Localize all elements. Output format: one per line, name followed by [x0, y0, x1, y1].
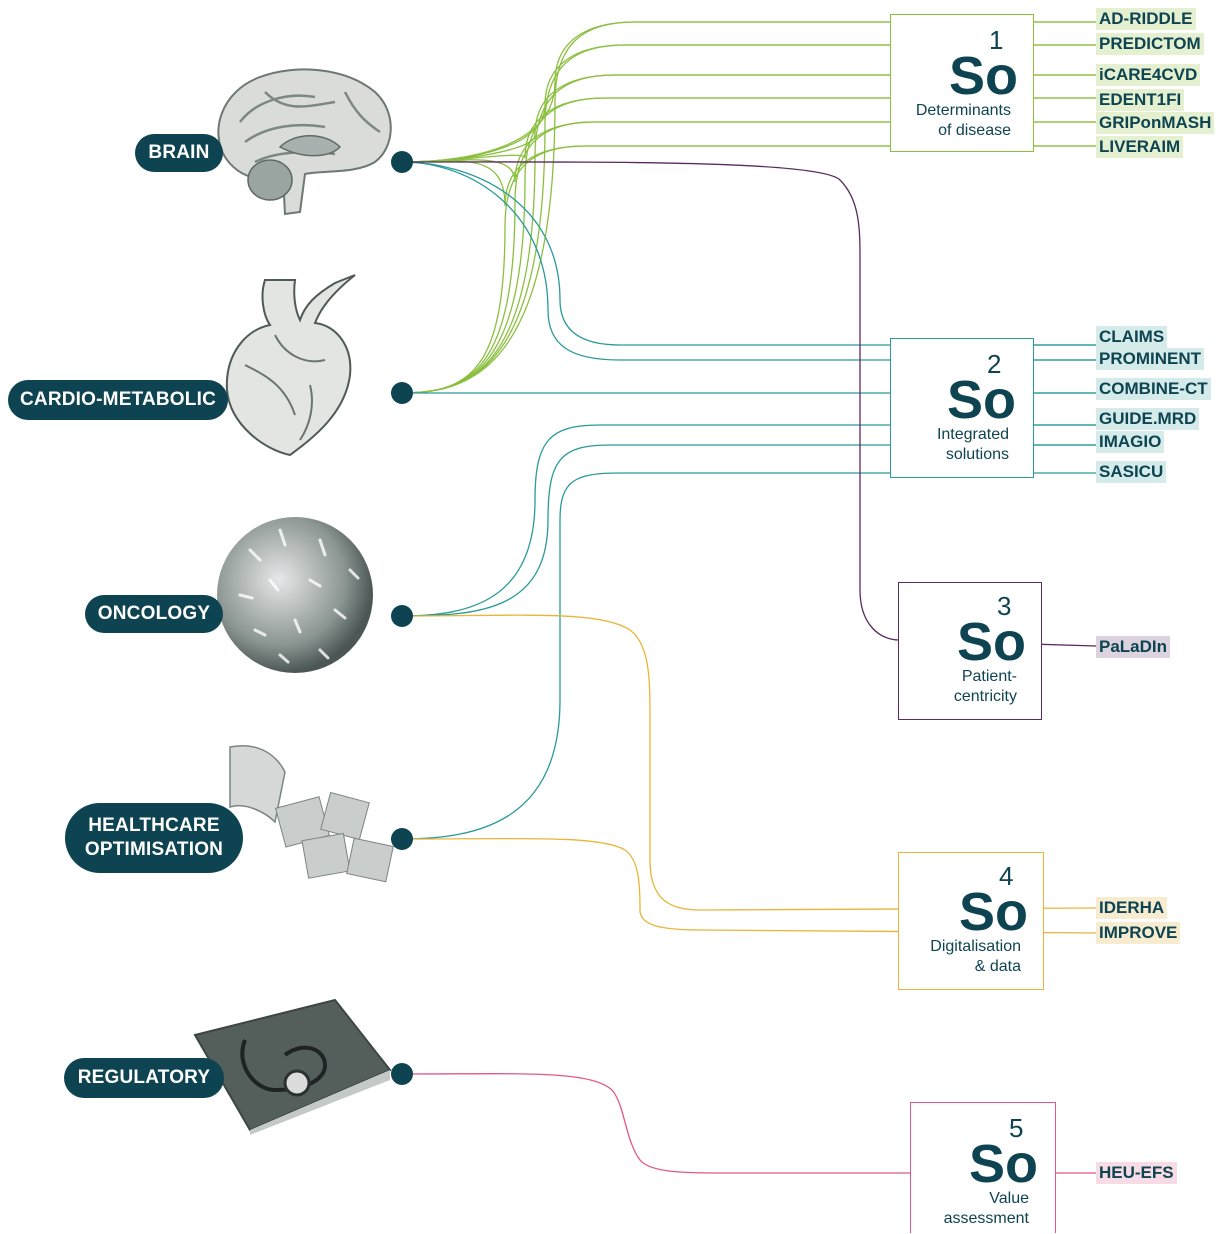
- area-healthcare-optimisation-label: HEALTHCARE OPTIMISATION: [84, 815, 224, 860]
- project-label[interactable]: iCARE4CVD: [1096, 64, 1201, 86]
- so2-box[interactable]: So 2 Integrated solutions: [890, 338, 1034, 478]
- so2-wire-brain-a: [401, 161, 1096, 346]
- regulatory-connector-dot: [391, 1063, 413, 1085]
- so4-symbol: So: [959, 882, 1029, 942]
- so5-symbol: So: [969, 1134, 1039, 1194]
- project-label[interactable]: EDENT1FI: [1096, 89, 1185, 111]
- so2-symbol: So: [947, 370, 1017, 430]
- project-label[interactable]: IDERHA: [1096, 897, 1168, 919]
- brain-illustration: [217, 68, 392, 216]
- so3-number: 3: [997, 591, 1012, 621]
- so2-wire-oncology-a: [401, 424, 1096, 617]
- area-regulatory-pill[interactable]: REGULATORY: [64, 1058, 224, 1098]
- project-label[interactable]: LIVERAIM: [1096, 136, 1184, 158]
- area-oncology-label: ONCOLOGY: [97, 603, 211, 624]
- project-label[interactable]: PaLaDIn: [1096, 636, 1171, 658]
- stethoscope-book-illustration: [193, 998, 392, 1135]
- area-brain-label: BRAIN: [148, 142, 210, 163]
- so4-number: 4: [999, 861, 1014, 891]
- so1-number: 1: [989, 25, 1004, 55]
- so1-box[interactable]: So 1 Determinants of disease: [890, 14, 1034, 152]
- so5-box[interactable]: So 5 Value assessment: [910, 1102, 1056, 1233]
- so1-wire-cardio: [401, 145, 1096, 394]
- so3-box[interactable]: So 3 Patient- centricity: [898, 582, 1042, 720]
- area-brain-pill[interactable]: BRAIN: [135, 134, 223, 172]
- so2-number: 2: [987, 349, 1002, 379]
- so5-description: Value assessment: [943, 1190, 1029, 1227]
- hand-blocks-illustration: [229, 745, 394, 883]
- cardio-metabolic-connector-dot: [391, 382, 413, 404]
- project-label[interactable]: HEU-EFS: [1096, 1162, 1177, 1184]
- heart-illustration: [225, 274, 356, 457]
- area-healthcare-optimisation-pill[interactable]: HEALTHCARE OPTIMISATION: [65, 803, 243, 873]
- healthcare-optimisation-connector-dot: [391, 828, 413, 850]
- so2-wire-oncology-b: [401, 444, 1096, 617]
- so4-description: Digitalisation & data: [930, 938, 1021, 975]
- project-label[interactable]: COMBINE-CT: [1096, 378, 1211, 400]
- so3-wire-brain: [401, 161, 1097, 647]
- so5-number: 5: [1009, 1113, 1024, 1143]
- so2-wire-brain-b: [401, 161, 1096, 361]
- project-label[interactable]: PREDICTOM: [1096, 33, 1204, 55]
- area-regulatory-label: REGULATORY: [77, 1067, 211, 1088]
- so4-wire-healthcare: [401, 837, 1097, 934]
- project-label[interactable]: AD-RIDDLE: [1096, 8, 1196, 30]
- project-label[interactable]: IMAGIO: [1096, 431, 1165, 453]
- so3-description: Patient- centricity: [953, 668, 1017, 705]
- oncology-connector-dot: [391, 605, 413, 627]
- project-label[interactable]: SASICU: [1096, 461, 1167, 483]
- project-label[interactable]: GRIPonMASH: [1096, 112, 1215, 134]
- so1-symbol: So: [949, 46, 1019, 106]
- so5-wire-regulatory: [401, 1073, 1096, 1174]
- area-cardio-metabolic-pill[interactable]: CARDIO-METABOLIC: [8, 380, 228, 420]
- area-cardio-metabolic-label: CARDIO-METABOLIC: [20, 389, 216, 410]
- so3-symbol: So: [957, 612, 1027, 672]
- area-oncology-pill[interactable]: ONCOLOGY: [85, 595, 223, 633]
- project-label[interactable]: PROMINENT: [1096, 348, 1204, 370]
- so2-description: Integrated solutions: [936, 426, 1009, 463]
- so4-box[interactable]: So 4 Digitalisation & data: [898, 852, 1044, 990]
- so4-wire-oncology: [401, 614, 1097, 911]
- so1-description: Determinants of disease: [915, 102, 1011, 139]
- project-label[interactable]: GUIDE.MRD: [1096, 408, 1200, 430]
- project-label[interactable]: CLAIMS: [1096, 326, 1168, 348]
- cancer-cell-illustration: [217, 517, 373, 673]
- so2-wire-healthcare: [401, 472, 1096, 840]
- project-label[interactable]: IMPROVE: [1096, 922, 1181, 944]
- brain-connector-dot: [391, 151, 413, 173]
